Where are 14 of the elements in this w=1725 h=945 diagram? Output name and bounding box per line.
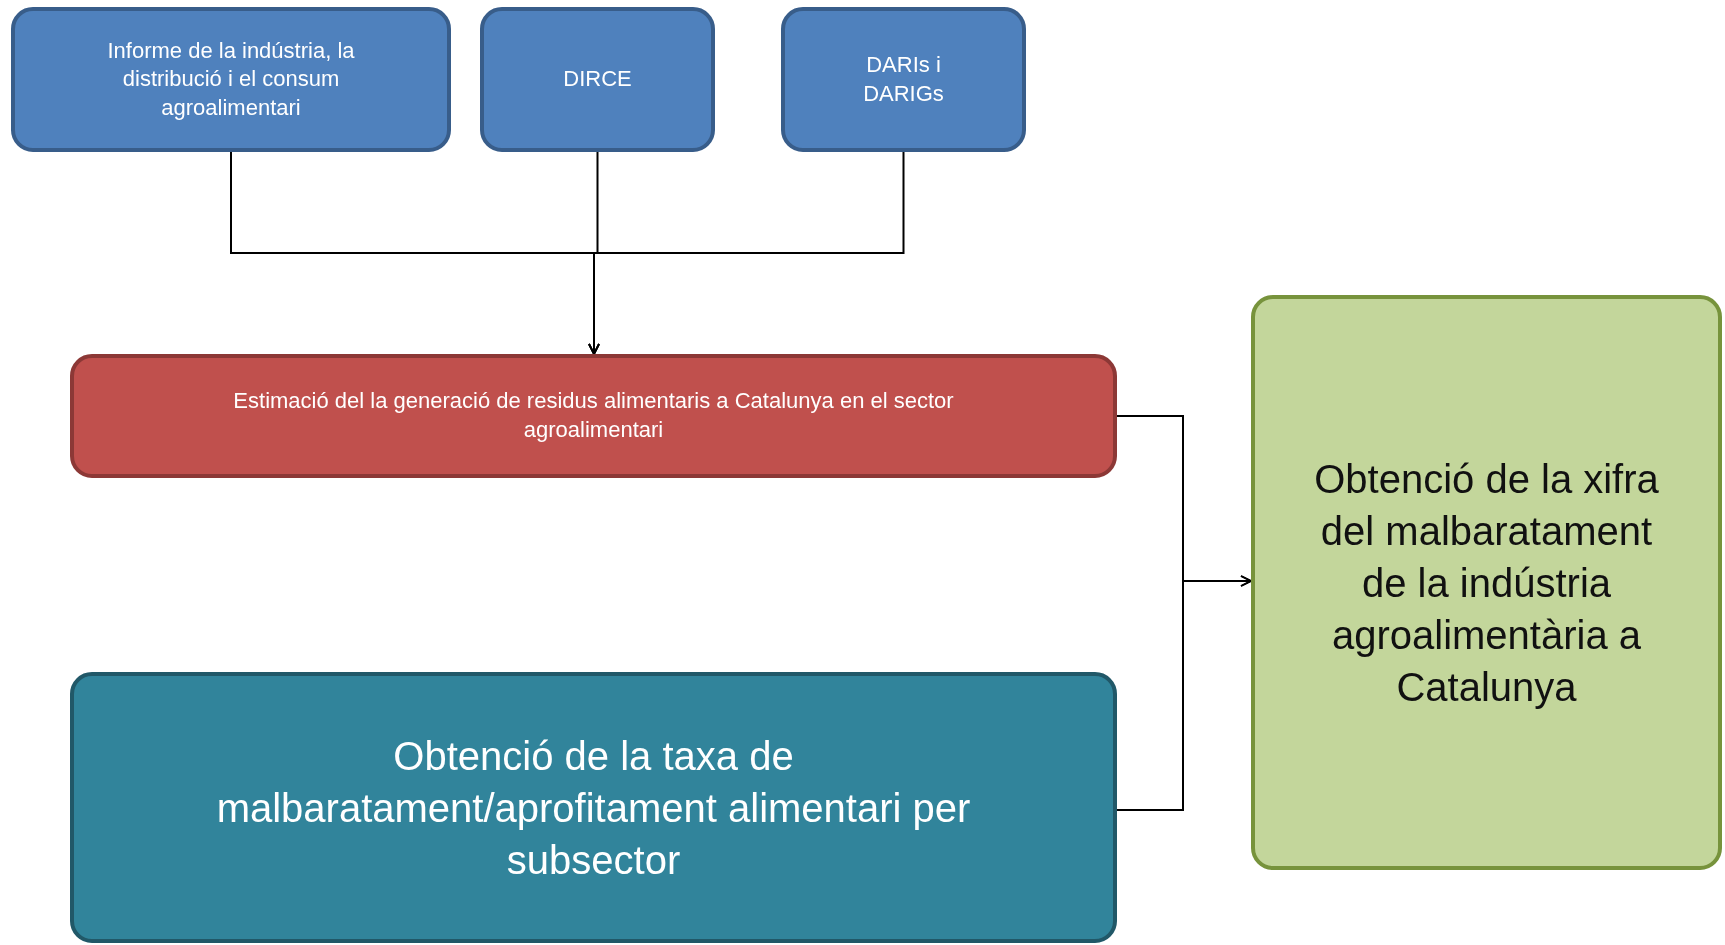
box-label: Obtenció de la taxa de malbaratament/aprofitament alimentari per subsector [215,732,972,884]
box-label: Obtenció de la xifra del malbaratament de la indústria agroalimentària a Catalunya [1313,455,1660,711]
process-box [70,354,1117,478]
arrow [1116,575,1252,811]
box-label: Estimació del la generació de residus alimentaris a Catalunya en el sector agroalimentari [232,387,955,444]
box-label: DIRCE [563,65,632,94]
box-label: Informe de la indústria, la distribució i el consum agroalimentari [106,36,356,122]
source-box [781,7,1026,152]
source-box [480,7,715,152]
result-box [1251,295,1722,870]
arrow [588,151,905,355]
source-box [11,7,451,152]
box-label: DARIs i DARIGs [862,50,945,108]
process-box [70,672,1117,943]
